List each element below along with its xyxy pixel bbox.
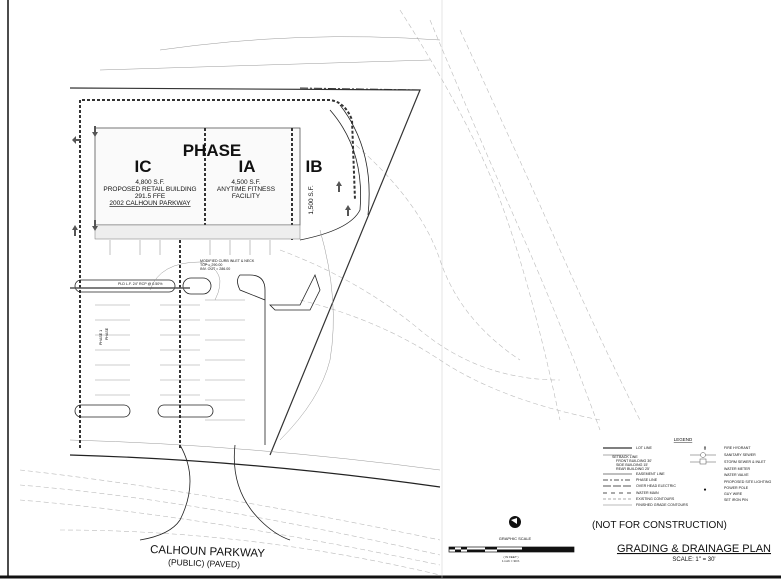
svg-text:FIRE HYDRANT: FIRE HYDRANT bbox=[724, 446, 751, 450]
legend: LEGEND ⚱ ● LOT LINE SETBACK LINE FRONT B… bbox=[603, 437, 772, 507]
road-name: CALHOUN PARKWAY bbox=[150, 544, 265, 560]
building-ic-address: 2002 CALHOUN PARKWAY bbox=[109, 200, 191, 207]
scale-ratio: 1 inch = 30 ft. bbox=[502, 559, 520, 563]
legend-title: LEGEND bbox=[674, 437, 693, 442]
svg-text:SANITARY SEWER: SANITARY SEWER bbox=[724, 453, 756, 457]
building-ib-area: 1,500 S.F. bbox=[308, 185, 315, 214]
scale-unit: ( IN FEET ) bbox=[503, 555, 518, 559]
building-ia-use2: FACILITY bbox=[232, 193, 261, 200]
svg-text:EXISTING CONTOURS: EXISTING CONTOURS bbox=[636, 497, 675, 501]
svg-text:WATER METER: WATER METER bbox=[724, 467, 751, 471]
site-lighting-icon: ● bbox=[703, 487, 706, 493]
svg-text:LOT LINE: LOT LINE bbox=[636, 446, 653, 450]
svg-text:SIDE BUILDING 15': SIDE BUILDING 15' bbox=[616, 463, 648, 467]
svg-text:SET IRON PIN: SET IRON PIN bbox=[724, 498, 748, 502]
svg-text:EASEMENT LINE: EASEMENT LINE bbox=[636, 472, 665, 476]
inlet-note: MODIFIED CURB INLET & NECK bbox=[200, 259, 255, 263]
pipe-note: PLD L.F. 24" RCP @ 0.50% bbox=[118, 282, 163, 286]
svg-text:POWER POLE: POWER POLE bbox=[724, 486, 749, 490]
not-for-construction-notice: (NOT FOR CONSTRUCTION) bbox=[592, 520, 727, 531]
svg-text:FRONT BUILDING 30': FRONT BUILDING 30' bbox=[616, 459, 652, 463]
traffic-arrows bbox=[72, 126, 351, 236]
svg-text:REAR BUILDING 25': REAR BUILDING 25' bbox=[616, 467, 650, 471]
inlet-note: TOP = 290.00 bbox=[200, 263, 222, 267]
building-ic-label: IC bbox=[135, 157, 152, 176]
graphic-scale-title: GRAPHIC SCALE bbox=[499, 536, 532, 541]
building-ib-label: IB bbox=[306, 157, 323, 176]
sheet-scale: SCALE: 1" = 30' bbox=[672, 557, 715, 563]
svg-text:WATER VALVE: WATER VALVE bbox=[724, 473, 749, 477]
drainage-notes: MODIFIED CURB INLET & NECK TOP = 290.00 … bbox=[99, 259, 255, 345]
phase-line-label: PHASE bbox=[105, 327, 109, 340]
building-ic-use: PROPOSED RETAIL BUILDING bbox=[103, 186, 196, 193]
existing-contours bbox=[19, 9, 641, 576]
svg-text:GUY WIRE: GUY WIRE bbox=[724, 492, 743, 496]
phase-line-label: PHASE 1 bbox=[99, 330, 103, 345]
fire-hydrant-icon: ⚱ bbox=[703, 446, 707, 452]
svg-text:PROPOSED SITE LIGHTING: PROPOSED SITE LIGHTING bbox=[724, 480, 772, 484]
building-ia-area: 4,500 S.F. bbox=[231, 179, 260, 186]
building-ic-ffe: 291.5 FFE bbox=[135, 193, 166, 200]
svg-text:FINISHED GRADE CONTOURS: FINISHED GRADE CONTOURS bbox=[636, 503, 689, 507]
svg-text:PHASE LINE: PHASE LINE bbox=[636, 478, 658, 482]
inlet-note: INV. OUT = 286.00 bbox=[200, 267, 230, 271]
svg-text:STORM SEWER & INLET: STORM SEWER & INLET bbox=[724, 460, 766, 464]
lot-line bbox=[69, 87, 421, 456]
legend-left-labels: LOT LINE SETBACK LINE FRONT BUILDING 30'… bbox=[612, 446, 689, 507]
legend-right-labels: FIRE HYDRANT SANITARY SEWER STORM SEWER … bbox=[724, 446, 772, 502]
building-labels: PHASE IC 4,800 S.F. PROPOSED RETAIL BUIL… bbox=[103, 141, 322, 215]
svg-text:OVER HEAD ELECTRIC: OVER HEAD ELECTRIC bbox=[636, 484, 676, 488]
building-ia-label: IA bbox=[239, 157, 256, 176]
phase-label: PHASE bbox=[183, 141, 242, 160]
graphic-scale: GRAPHIC SCALE ( IN FEET ) 1 inch = 30 ft… bbox=[448, 516, 575, 563]
calhoun-parkway-road bbox=[69, 439, 441, 541]
building-ic-area: 4,800 S.F. bbox=[135, 179, 164, 186]
svg-text:WATER MAIN: WATER MAIN bbox=[636, 491, 659, 495]
sheet-title: GRADING & DRAINAGE PLAN bbox=[617, 543, 771, 555]
building-ia-use: ANYTIME FITNESS bbox=[217, 186, 276, 193]
parking-area bbox=[70, 99, 370, 450]
road-description: (PUBLIC) (PAVED) bbox=[168, 557, 240, 570]
svg-text:SETBACK LINE: SETBACK LINE bbox=[612, 455, 638, 459]
building-footprint bbox=[94, 127, 301, 226]
